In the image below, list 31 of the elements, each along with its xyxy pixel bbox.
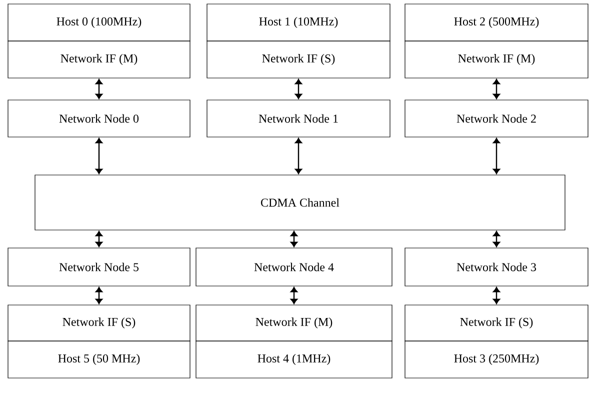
arrow <box>493 287 500 304</box>
process-box: Host 5 (50 MHz) <box>8 340 190 378</box>
arrow <box>493 79 500 99</box>
process-box: Host 1 (10MHz) <box>206 4 390 42</box>
arrow <box>96 138 102 174</box>
process-box: Network Node 0 <box>8 100 190 138</box>
process-box: Network IF (M) <box>196 304 392 342</box>
arrow <box>96 79 102 99</box>
arrow <box>290 231 298 247</box>
arrow <box>290 287 298 304</box>
process-box: Network Node 4 <box>196 248 392 286</box>
arrow <box>96 231 102 247</box>
process-box: Network Node 1 <box>206 100 390 138</box>
process-box: Host 0 (100MHz) <box>8 4 190 42</box>
process-box: Network IF (S) <box>404 304 588 342</box>
arrow <box>295 79 302 99</box>
channel-box: CDMA Channel <box>34 174 566 230</box>
process-box: Host 2 (500MHz) <box>404 4 588 42</box>
arrow <box>493 231 500 247</box>
process-box: Network IF (S) <box>206 40 390 78</box>
process-box: Host 3 (250MHz) <box>404 340 588 378</box>
process-box: Network Node 2 <box>404 100 588 138</box>
arrow <box>493 138 500 174</box>
arrow <box>96 287 102 304</box>
arrow <box>295 138 302 174</box>
process-box: Network Node 5 <box>8 248 190 286</box>
process-box: Network IF (M) <box>8 40 190 78</box>
process-box: Network IF (S) <box>8 304 190 342</box>
process-box: Network IF (M) <box>404 40 588 78</box>
process-box: Network Node 3 <box>404 248 588 286</box>
process-box: Host 4 (1MHz) <box>196 340 392 378</box>
